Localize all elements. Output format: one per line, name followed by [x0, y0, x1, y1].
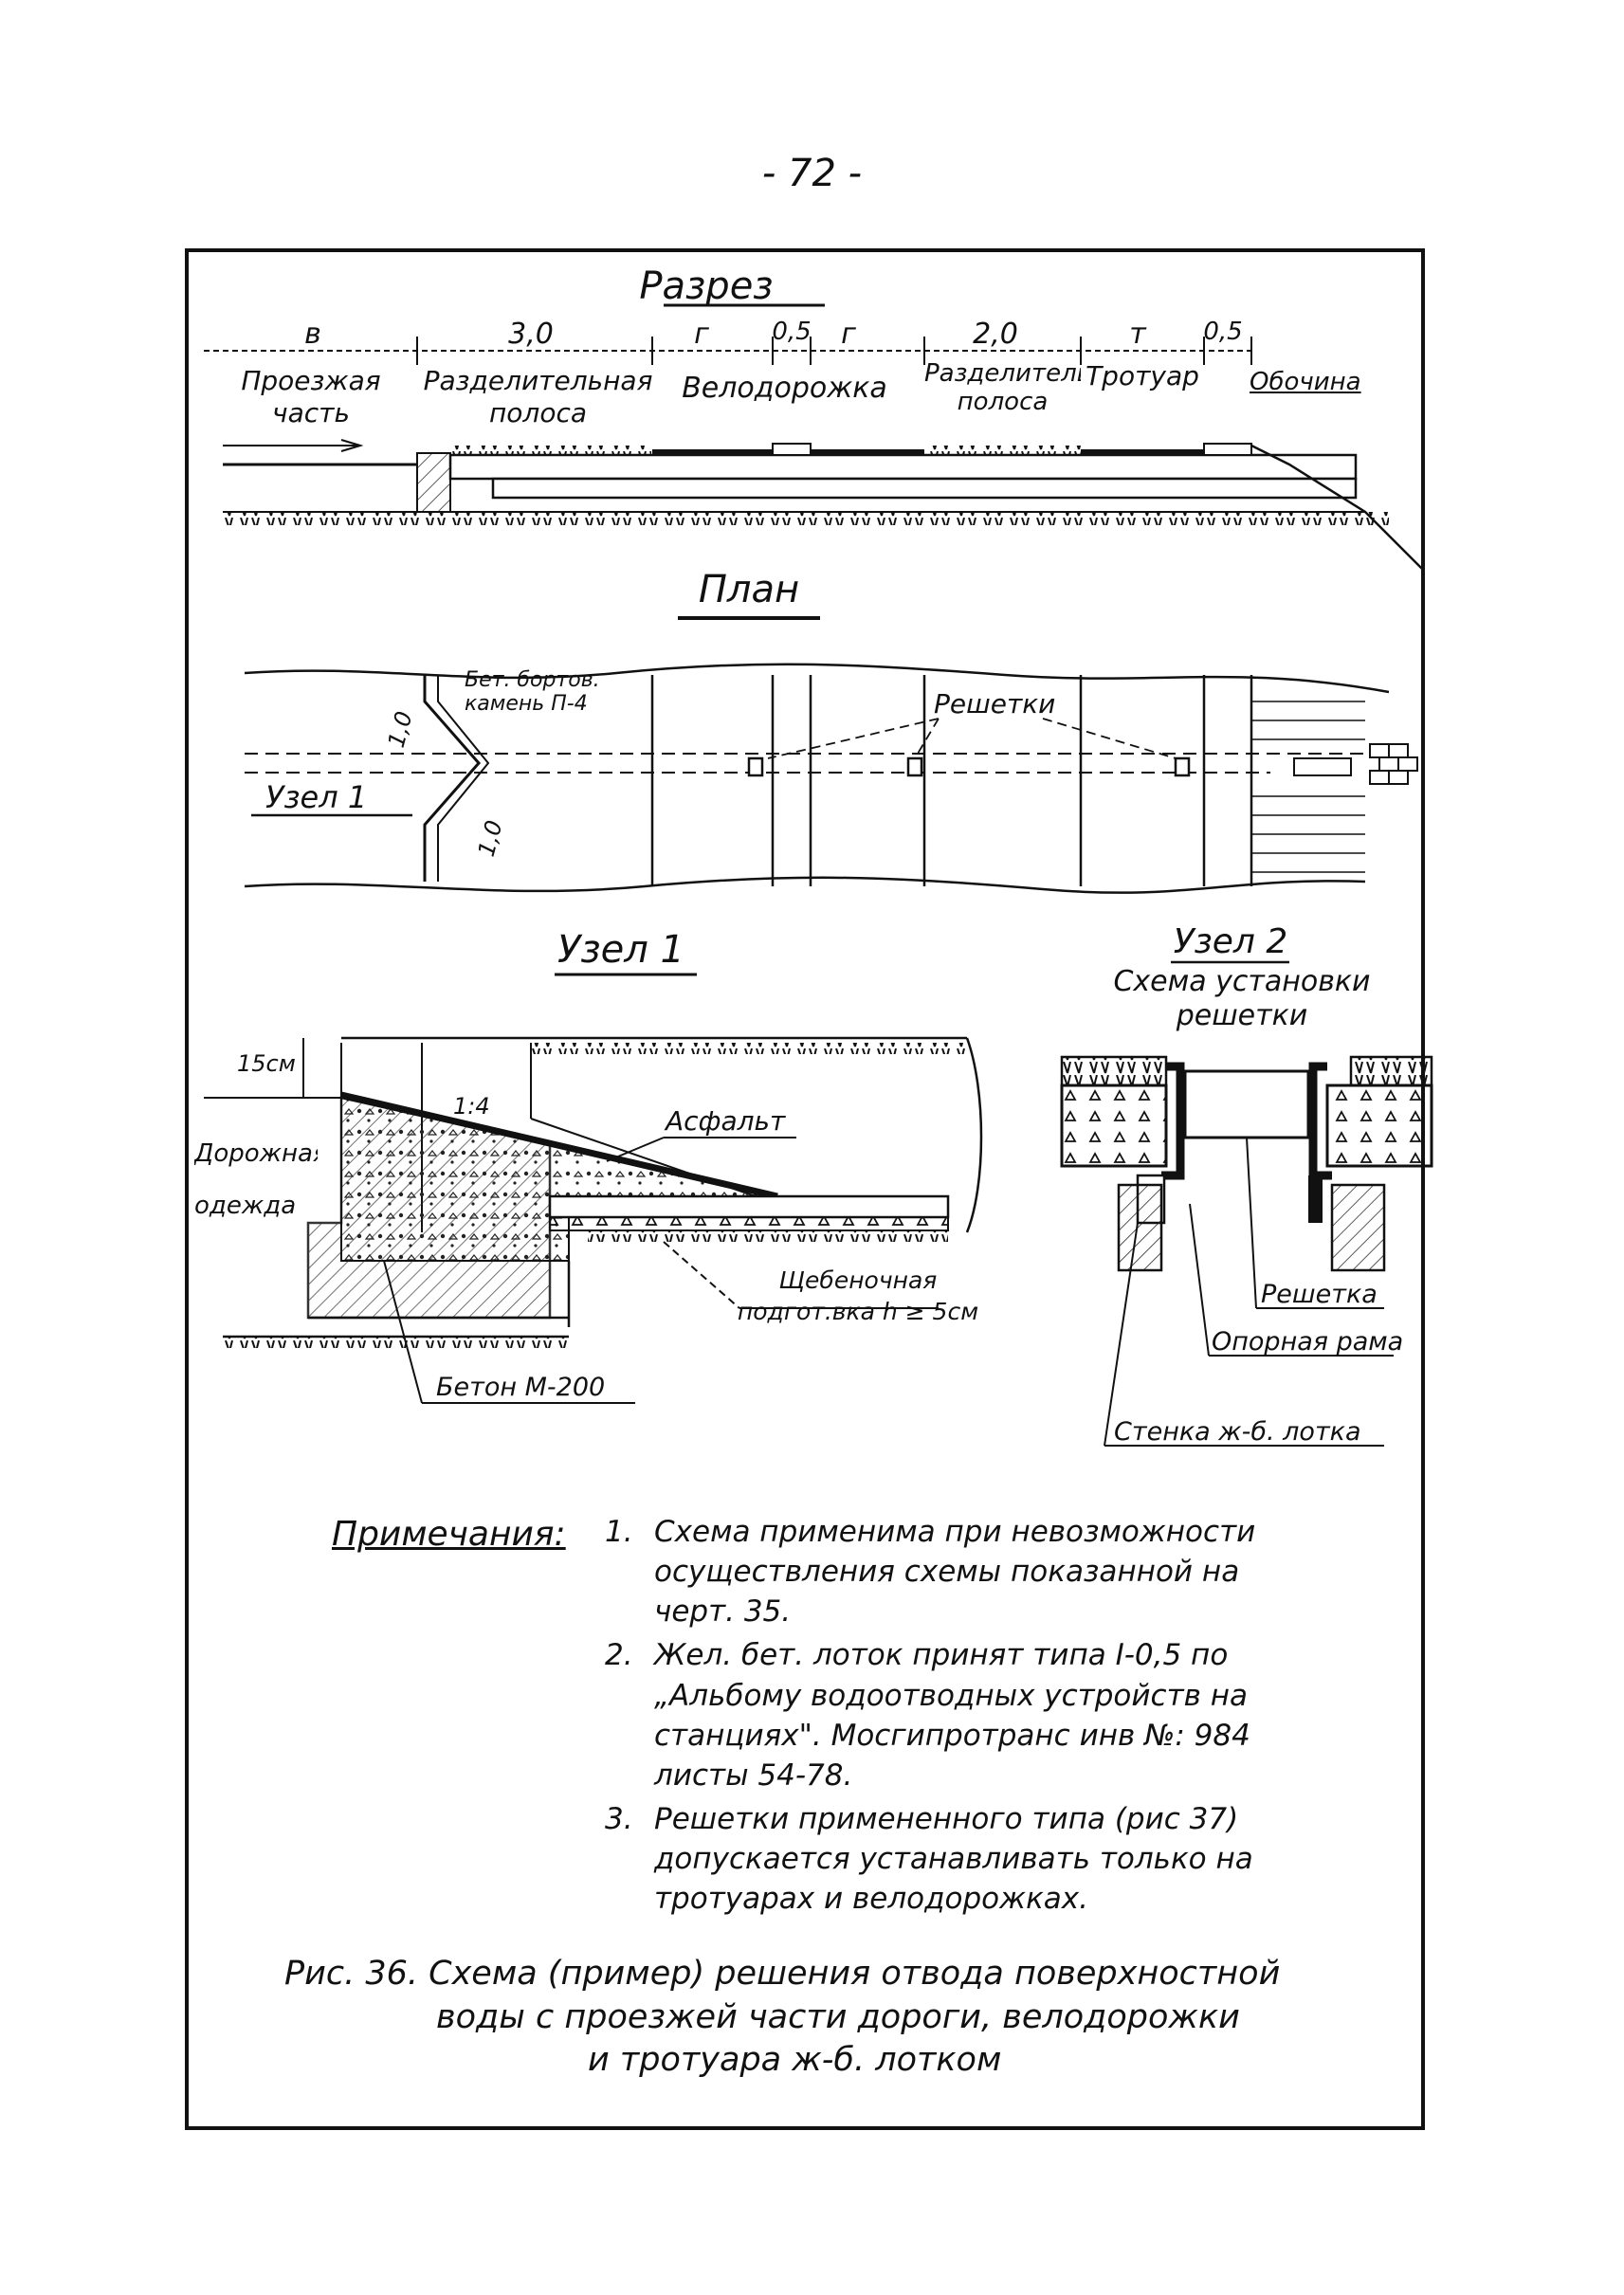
plan-node-label: Узел 1 — [265, 779, 367, 815]
plan-title: План — [699, 568, 799, 611]
node1-gravel: Щебеночная подгот.вка h ≥ 5см — [738, 1266, 978, 1325]
dim-g2: г — [841, 318, 856, 351]
plan-grates-label: Решетки — [934, 688, 1055, 719]
node1-concrete: Бетон М-200 — [436, 1373, 605, 1402]
node1-title: Узел 1 — [557, 928, 684, 972]
dim-b: в — [304, 318, 321, 351]
plan-dim-b: 1,0 — [473, 817, 508, 859]
node1-asphalt: Асфальт — [664, 1105, 786, 1137]
section-title: Разрез — [639, 264, 773, 308]
caption-line-3: и тротуара ж-б. лотком — [588, 2041, 1002, 2079]
dim-divider: 3,0 — [508, 318, 554, 351]
dim-g1: г — [694, 318, 709, 351]
dim-t: т — [1129, 318, 1147, 351]
notes-heading: Примечания: — [332, 1515, 566, 1554]
dim-half2: 0,5 — [1203, 318, 1242, 346]
zone-bikeway: Велодорожка — [682, 372, 887, 405]
node2-frame: Опорная рама — [1212, 1327, 1403, 1357]
dim-divider2: 2,0 — [973, 318, 1018, 351]
node2-wall: Стенка ж-б. лотка — [1114, 1417, 1361, 1447]
zone-carriageway: Проезжая часть — [241, 365, 380, 428]
node1-slope: 1:4 — [453, 1093, 490, 1120]
plan-curb-label: Бет. бортов. камень П-4 — [465, 668, 600, 716]
page-number: - 72 - — [761, 152, 863, 195]
caption-line-1: Рис. 36. Схема (пример) решения отвода п… — [284, 1955, 1281, 1993]
node1-pavement: Дорожная одежда — [194, 1139, 318, 1220]
plan-dim-a: 1,0 — [383, 708, 418, 750]
zone-shoulder: Обочина — [1250, 368, 1361, 396]
node1-depth: 15см — [237, 1050, 296, 1077]
node2-grate: Решетка — [1261, 1280, 1378, 1309]
dim-half1: 0,5 — [772, 318, 811, 346]
notes-list: 1.Схема применима при невозможности осущ… — [605, 1512, 1325, 1923]
note-item: 3.Решетки примененного типа (рис 37) доп… — [605, 1802, 1253, 1917]
caption-line-2: воды с проезжей части дороги, велодорожк… — [436, 1997, 1240, 2036]
note-item: 1.Схема применима при невозможности осущ… — [605, 1515, 1256, 1630]
plan-body — [244, 663, 1418, 894]
zone-divider: Разделительная полоса — [424, 365, 653, 428]
zone-divider2: Разделительная полоса — [924, 360, 1081, 416]
zone-sidewalk: Тротуар — [1086, 360, 1199, 392]
node1-drawing — [204, 1036, 983, 1404]
node2-subtitle: Схема установки решетки — [1113, 965, 1370, 1032]
figure-caption: Рис. 36. Схема (пример) решения отвода п… — [284, 1953, 1375, 2083]
note-item: 2.Жел. бет. лоток принят типа I-0,5 по „… — [605, 1638, 1250, 1793]
drawing-frame — [185, 248, 1425, 2130]
dimension-ticks — [416, 337, 1252, 365]
node2-title: Узел 2 — [1174, 922, 1288, 961]
section-body — [223, 439, 1423, 570]
node2-drawing — [1060, 1055, 1433, 1447]
